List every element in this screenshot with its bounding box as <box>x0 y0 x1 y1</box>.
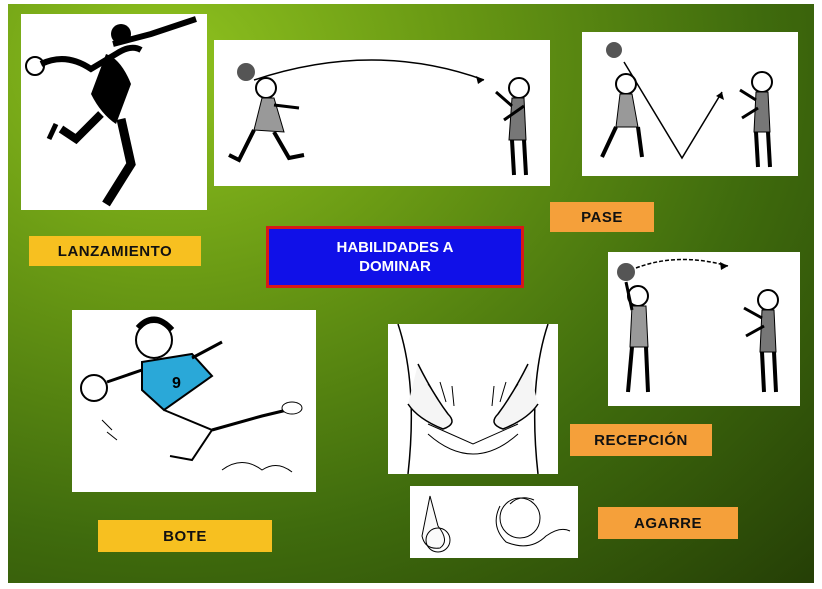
pass-illustration <box>214 40 550 186</box>
jersey-number: 9 <box>172 375 181 392</box>
label-bote: BOTE <box>98 520 272 552</box>
bounce-pass-illustration <box>582 32 798 176</box>
reception-hands-illustration <box>388 324 558 474</box>
label-agarre: AGARRE <box>598 507 738 539</box>
dribble-illustration: 9 <box>72 310 316 492</box>
title-line-2: DOMINAR <box>359 258 431 275</box>
grip-illustration <box>410 486 578 558</box>
label-pase: PASE <box>550 202 654 232</box>
slide-background: 9 <box>8 4 814 583</box>
thrower-illustration <box>21 14 207 210</box>
label-lanzamiento: LANZAMIENTO <box>29 236 201 266</box>
overhead-pass-illustration <box>608 252 800 406</box>
title-line-1: HABILIDADES A <box>336 239 454 256</box>
label-recepcion: RECEPCIÓN <box>570 424 712 456</box>
title-box: HABILIDADES A DOMINAR <box>266 226 524 288</box>
